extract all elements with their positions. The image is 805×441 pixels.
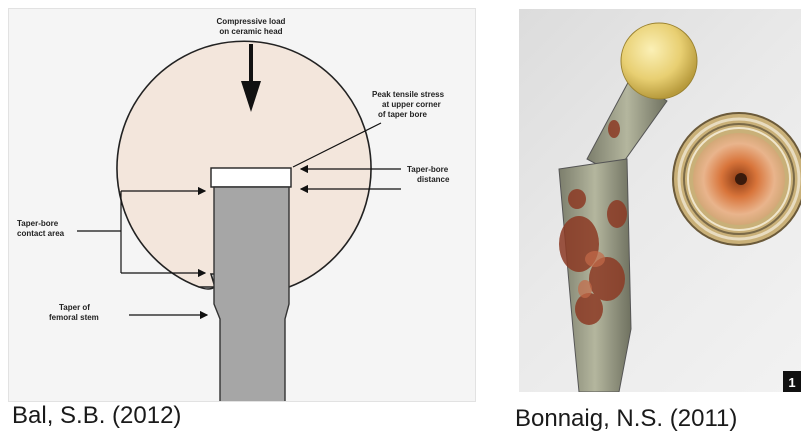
label-peak-tensile-2: at upper corner [382,100,441,109]
label-taper-stem-1: Taper of [59,303,90,312]
label-peak-tensile-1: Peak tensile stress [372,90,445,99]
femoral-stem [214,187,289,401]
label-contact-area-2: contact area [17,229,65,238]
label-compressive-load-2: on ceramic head [219,27,282,36]
diagram-frame: Compressive load on ceramic head Peak te… [8,8,476,402]
left-figure-caption: Bal, S.B. (2012) [12,402,181,430]
label-compressive-load-1: Compressive load [217,17,286,26]
label-taper-bore-distance-1: Taper-bore [407,165,449,174]
taper-diagram: Compressive load on ceramic head Peak te… [9,9,475,401]
figure-number-text: 1 [788,375,795,390]
diagram-panel: Compressive load on ceramic head Peak te… [0,0,500,441]
femoral-ball [621,23,697,99]
right-figure-caption: Bonnaig, N.S. (2011) [515,405,737,433]
label-peak-tensile-3: of taper bore [378,110,427,119]
implant-photo-svg: 1 [519,9,801,392]
implant-photo: 1 [519,9,801,392]
label-contact-area-1: Taper-bore [17,219,59,228]
label-taper-stem-2: femoral stem [49,313,99,322]
photo-panel: 1 [512,0,805,441]
taper-bore-gap [211,168,291,187]
label-taper-bore-distance-2: distance [417,175,450,184]
